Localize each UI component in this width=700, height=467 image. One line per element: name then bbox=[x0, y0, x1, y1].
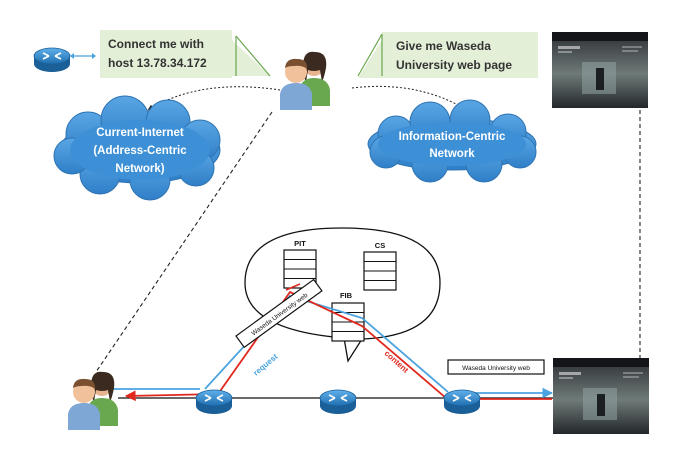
current-internet-cloud: Current-Internet (Address-Centric Networ… bbox=[53, 95, 221, 201]
cs-label: CS bbox=[375, 241, 385, 250]
bottom-webpage-screenshot bbox=[553, 358, 649, 434]
bottom-users-icon bbox=[68, 371, 118, 430]
waseda-tag-right: Waseda University web bbox=[447, 359, 545, 375]
top-users-icon bbox=[280, 51, 330, 110]
router-right-icon bbox=[443, 389, 481, 415]
connect-callout-line-2: host 13.78.34.172 bbox=[108, 56, 207, 70]
pit-label: PIT bbox=[294, 239, 306, 248]
top-webpage-screenshot bbox=[552, 32, 648, 108]
waseda-tag-right-text: Waseda University web bbox=[462, 365, 530, 372]
give-callout: Give me Waseda University web page bbox=[357, 32, 538, 78]
router-center-icon bbox=[319, 389, 357, 415]
current-internet-line-1: Current-Internet bbox=[96, 127, 184, 139]
give-callout-line-2: University web page bbox=[396, 58, 512, 72]
icn-cloud: Information-Centric Network bbox=[367, 99, 537, 183]
dotted-arrow-to-icn bbox=[351, 85, 471, 113]
connect-callout: Connect me with host 13.78.34.172 bbox=[100, 30, 271, 78]
give-callout-line-1: Give me Waseda bbox=[396, 39, 491, 53]
dotted-arrow-to-current-internet bbox=[147, 86, 281, 111]
double-arrow bbox=[70, 53, 96, 59]
content-flow-pit-link bbox=[285, 283, 301, 291]
request-label: request bbox=[252, 352, 280, 378]
connect-callout-line-1: Connect me with bbox=[108, 37, 204, 51]
fib-table: FIB bbox=[331, 291, 365, 342]
top-left-router-icon bbox=[33, 47, 71, 73]
icn-line-1: Information-Centric bbox=[399, 131, 506, 143]
fib-label: FIB bbox=[340, 291, 353, 300]
dashed-line-user-link bbox=[95, 111, 273, 373]
content-label: content bbox=[383, 349, 411, 375]
pit-table: PIT bbox=[283, 239, 317, 289]
cs-table: CS bbox=[363, 241, 397, 291]
current-internet-line-2: (Address-Centric bbox=[93, 145, 187, 157]
icn-line-2: Network bbox=[429, 148, 475, 160]
current-internet-line-3: Network) bbox=[115, 163, 164, 175]
router-left-icon bbox=[195, 389, 233, 415]
